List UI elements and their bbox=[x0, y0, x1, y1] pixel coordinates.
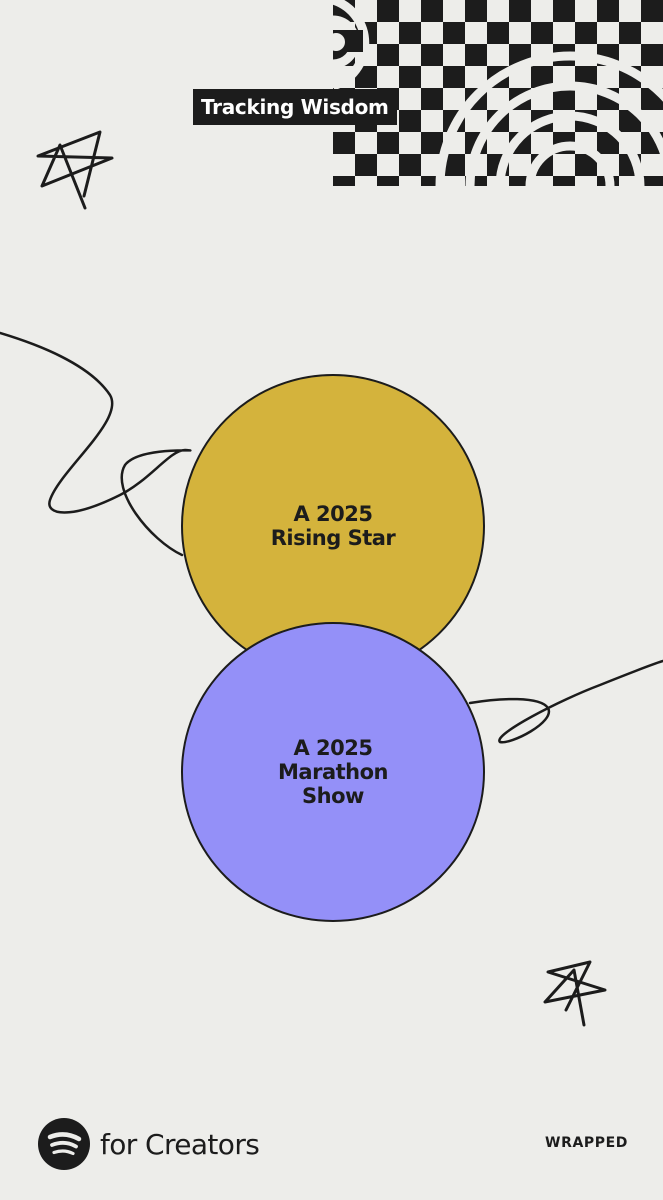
squiggle-line-upper bbox=[0, 331, 192, 557]
marathon-show-label: A 2025 Marathon Show bbox=[278, 736, 388, 808]
squiggle-line-lower bbox=[468, 659, 663, 744]
brand-text: for Creators bbox=[100, 1127, 260, 1161]
wrapped-label: WRAPPED bbox=[545, 1135, 628, 1151]
spotify-logo-icon bbox=[38, 1118, 90, 1170]
rising-star-label: A 2025 Rising Star bbox=[270, 502, 396, 550]
marathon-show-badge: A 2025 Marathon Show bbox=[181, 622, 485, 922]
show-title: Tracking Wisdom bbox=[193, 89, 397, 125]
star-doodle-icon bbox=[543, 960, 607, 1027]
brand-lockup: for Creators bbox=[38, 1118, 260, 1170]
star-doodle-icon bbox=[36, 130, 114, 210]
